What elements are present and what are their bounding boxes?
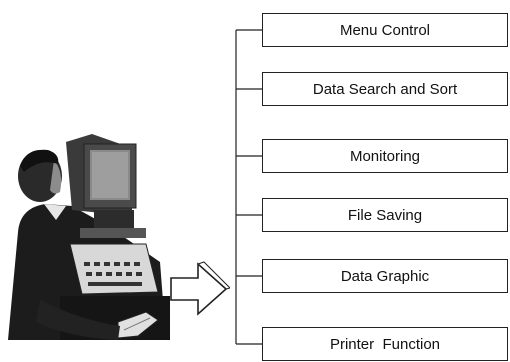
operator-terminal-icon [8, 134, 170, 340]
function-label: Menu Control [339, 21, 431, 39]
function-box-data-search-and-sort: Data Search and Sort [262, 72, 508, 106]
function-box-printer-function: Printer Function [262, 327, 508, 361]
function-box-file-saving: File Saving [262, 198, 508, 232]
function-label: Data Graphic [340, 267, 430, 285]
function-box-menu-control: Menu Control [262, 13, 508, 47]
function-label: Data Search and Sort [312, 80, 458, 98]
function-label: File Saving [347, 206, 423, 224]
right-arrow-icon [170, 261, 230, 316]
function-box-monitoring: Monitoring [262, 139, 508, 173]
function-box-data-graphic: Data Graphic [262, 259, 508, 293]
function-label: Printer Function [329, 335, 441, 353]
function-label: Monitoring [349, 147, 421, 165]
